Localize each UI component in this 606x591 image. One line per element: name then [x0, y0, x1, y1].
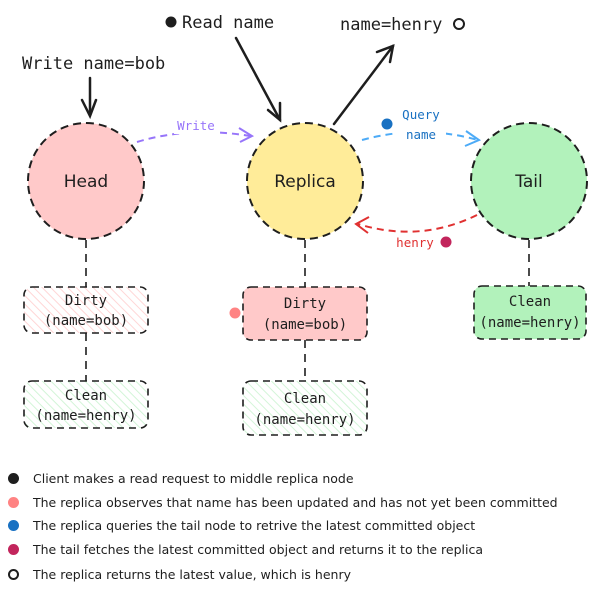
- replica-clean-line1: Clean: [284, 391, 326, 407]
- legend-text: The replica queries the tail node to ret…: [33, 517, 476, 533]
- head-clean-line2: (name=henry): [35, 408, 136, 424]
- tail-node: Tail: [470, 122, 588, 240]
- legend-dot-icon: [8, 472, 19, 484]
- legend-text: The replica observes that name has been …: [33, 494, 558, 510]
- replica-clean-box: Clean (name=henry): [242, 380, 368, 436]
- read-request-marker: [165, 16, 177, 28]
- legend-dot-icon: [8, 568, 19, 580]
- legend-text: The tail fetches the latest committed ob…: [33, 541, 484, 557]
- tail-clean-line1: Clean: [509, 294, 551, 310]
- head-clean-box: Clean (name=henry): [23, 380, 149, 429]
- head-dirty-line2: (name=bob): [44, 313, 128, 329]
- henry-return-arrow: henry: [354, 214, 478, 250]
- legend-item: The replica returns the latest value, wh…: [8, 563, 351, 585]
- henry-step-marker: [440, 236, 452, 248]
- write-arrow-label: Write: [177, 118, 215, 133]
- read-request-label: Read name: [182, 13, 274, 33]
- replica-dirty-box: Dirty (name=bob): [242, 286, 368, 341]
- read-response-label: name=henry: [340, 15, 442, 35]
- replica-node-label: Replica: [274, 172, 336, 192]
- legend-text: The replica returns the latest value, wh…: [33, 566, 351, 582]
- legend-dot-icon: [8, 496, 19, 508]
- head-dirty-line1: Dirty: [65, 293, 107, 309]
- tail-clean-line2: (name=henry): [479, 315, 580, 331]
- legend-item: Client makes a read request to middle re…: [8, 467, 354, 489]
- head-dirty-box: Dirty (name=bob): [23, 286, 149, 334]
- legend-item: The tail fetches the latest committed ob…: [8, 538, 483, 560]
- dirty-observed-marker: [229, 307, 241, 319]
- read-request-arrow: [234, 36, 282, 123]
- read-response-arrow: [332, 44, 395, 126]
- query-label-line1: Query: [402, 107, 440, 122]
- legend-text: Client makes a read request to middle re…: [33, 470, 354, 486]
- legend-item: The replica observes that name has been …: [8, 491, 558, 513]
- read-response-marker: [453, 18, 465, 30]
- query-step-marker: [381, 118, 393, 130]
- legend-item: The replica queries the tail node to ret…: [8, 514, 475, 536]
- head-node-label: Head: [64, 172, 108, 192]
- head-clean-line1: Clean: [65, 388, 107, 404]
- tail-node-label: Tail: [514, 172, 542, 192]
- legend-dot-icon: [8, 543, 19, 555]
- tail-clean-box: Clean (name=henry): [473, 285, 587, 340]
- query-arrow: Query name: [361, 106, 482, 147]
- query-label-line2: name: [406, 127, 436, 142]
- head-node: Head: [27, 122, 145, 240]
- replica-clean-line2: (name=henry): [254, 412, 355, 428]
- node-connectors: [85, 240, 530, 381]
- write-request-label: Write name=bob: [22, 54, 165, 74]
- replica-dirty-line2: (name=bob): [263, 317, 347, 333]
- write-propagation-arrow: Write: [136, 118, 255, 143]
- chain-replication-diagram: Write name=bob Read name name=henry Writ…: [22, 13, 588, 436]
- write-request-arrow: [80, 76, 98, 120]
- legend-dot-icon: [8, 519, 19, 531]
- replica-node: Replica: [246, 122, 364, 240]
- replica-dirty-line1: Dirty: [284, 296, 326, 312]
- henry-arrow-label: henry: [396, 235, 434, 250]
